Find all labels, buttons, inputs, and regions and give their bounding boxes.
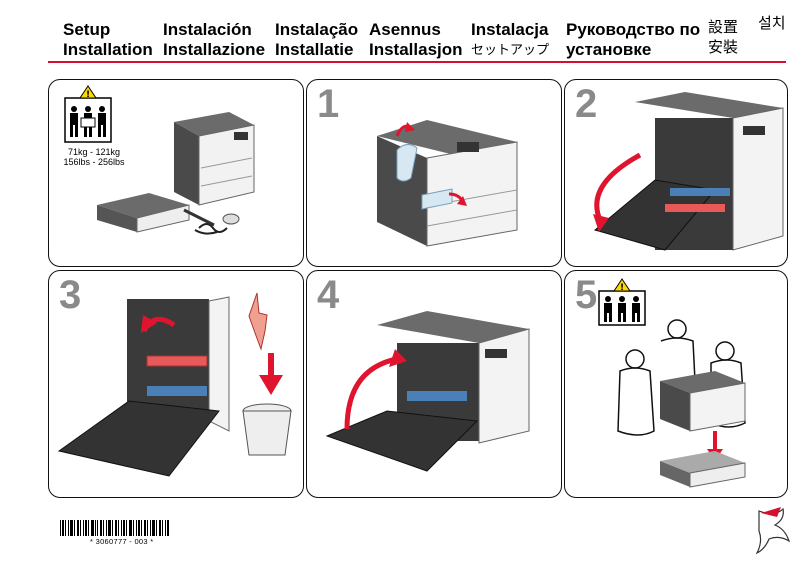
header-text: 安裝 bbox=[708, 39, 739, 56]
header-col-ko: 설치 bbox=[758, 14, 786, 34]
toner-roll bbox=[146, 355, 208, 367]
header-col-en: Setup Installation bbox=[63, 20, 153, 60]
header-text: установке bbox=[566, 40, 652, 59]
header-text: Installation bbox=[63, 40, 153, 59]
weight-lbs: 156lbs - 256lbs bbox=[63, 157, 125, 167]
header-text: Setup bbox=[63, 20, 111, 39]
lift-warning-icon: ! bbox=[598, 278, 646, 326]
lift-warning-icon: ! bbox=[64, 85, 112, 143]
printer-drawing bbox=[689, 382, 746, 432]
step-number: 4 bbox=[317, 273, 340, 317]
step-5-illustration: ! bbox=[598, 278, 746, 488]
red-arrow bbox=[594, 152, 642, 221]
header-text: Instalação bbox=[275, 20, 359, 39]
barcode bbox=[60, 520, 169, 536]
tray-drawing bbox=[97, 193, 190, 233]
red-arrow bbox=[344, 356, 398, 430]
header-text: 設置 bbox=[708, 19, 739, 36]
weight-label: 71kg - 121kg 156lbs - 256lbs bbox=[59, 147, 129, 167]
tape-strip bbox=[396, 144, 418, 182]
step-3-illustration bbox=[57, 292, 292, 477]
header-col-pt-nl: Instalação Installatie bbox=[275, 20, 358, 60]
cd-drawing bbox=[222, 213, 240, 225]
step-number: 3 bbox=[59, 273, 82, 317]
panel-box-contents: ! 71kg - 121kg 156lb bbox=[48, 79, 304, 267]
svg-text:!: ! bbox=[620, 283, 624, 293]
header-divider bbox=[48, 61, 786, 63]
header-text: Instalacja bbox=[471, 20, 549, 39]
cable-drawing bbox=[194, 223, 228, 235]
step-1-illustration bbox=[377, 120, 518, 247]
open-door bbox=[325, 410, 479, 472]
header-col-es-it: Instalación Installazione bbox=[163, 20, 265, 60]
header-text: Asennus bbox=[369, 20, 441, 39]
header-text: Руководство по bbox=[566, 20, 701, 39]
panel-step-1: 1 bbox=[306, 79, 562, 267]
header-col-fi-no: Asennus Installasjon bbox=[369, 20, 463, 60]
box-contents-illustration: ! bbox=[64, 85, 255, 235]
panel-step-5: 5 ! bbox=[564, 270, 788, 498]
header-text: 설치 bbox=[758, 15, 786, 32]
header-text: Installatie bbox=[275, 40, 354, 59]
panel-step-3: 3 bbox=[48, 270, 304, 498]
printer-drawing bbox=[174, 112, 255, 206]
header-col-pl-ja: Instalacja セットアップ bbox=[471, 20, 549, 60]
step-number: 1 bbox=[317, 82, 340, 126]
header-col-ru: Руководство по установке bbox=[566, 20, 700, 60]
header-col-zh: 設置 安裝 bbox=[708, 18, 738, 58]
header-text: Installazione bbox=[163, 40, 266, 59]
tray-drawing bbox=[689, 462, 746, 488]
panel-step-4: 4 bbox=[306, 270, 562, 498]
step-2-illustration bbox=[593, 92, 784, 251]
step-number: 5 bbox=[575, 273, 598, 317]
step-4-illustration bbox=[325, 311, 530, 472]
panel-step-2: 2 bbox=[564, 79, 788, 267]
barcode-number: * 3060777 - 003 * bbox=[90, 537, 154, 546]
brand-logo-icon bbox=[755, 507, 791, 555]
step-number: 2 bbox=[575, 82, 598, 126]
paper-jam-piece bbox=[248, 292, 268, 351]
weight-kg: 71kg - 121kg bbox=[67, 147, 121, 157]
header-text: Installasjon bbox=[369, 40, 463, 59]
header-text: セットアップ bbox=[471, 42, 550, 57]
open-door bbox=[57, 400, 220, 477]
header-text: Instalación bbox=[163, 20, 252, 39]
svg-text:!: ! bbox=[86, 90, 90, 100]
